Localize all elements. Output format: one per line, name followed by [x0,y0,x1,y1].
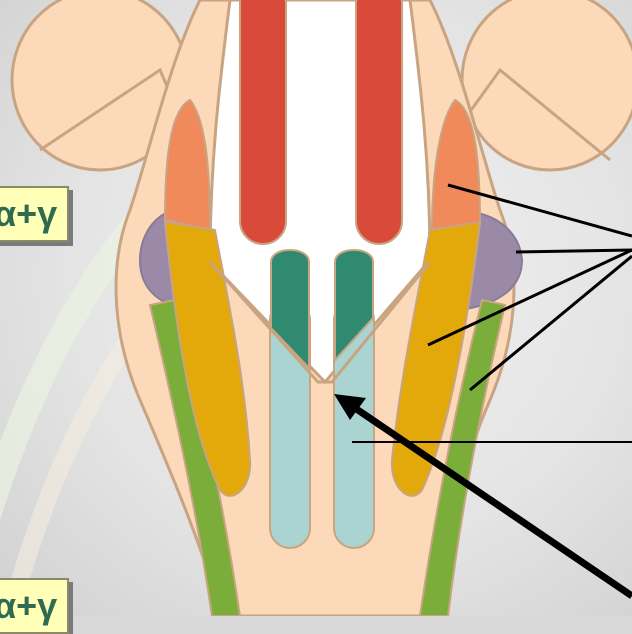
left-red-column [240,0,286,244]
label-alpha-gamma-top: α+γ [0,186,69,242]
pointer-line [516,250,632,252]
label-alpha-gamma-bottom: α+γ [0,578,69,634]
brainstem-diagram [0,0,632,616]
right-red-column [356,0,402,244]
